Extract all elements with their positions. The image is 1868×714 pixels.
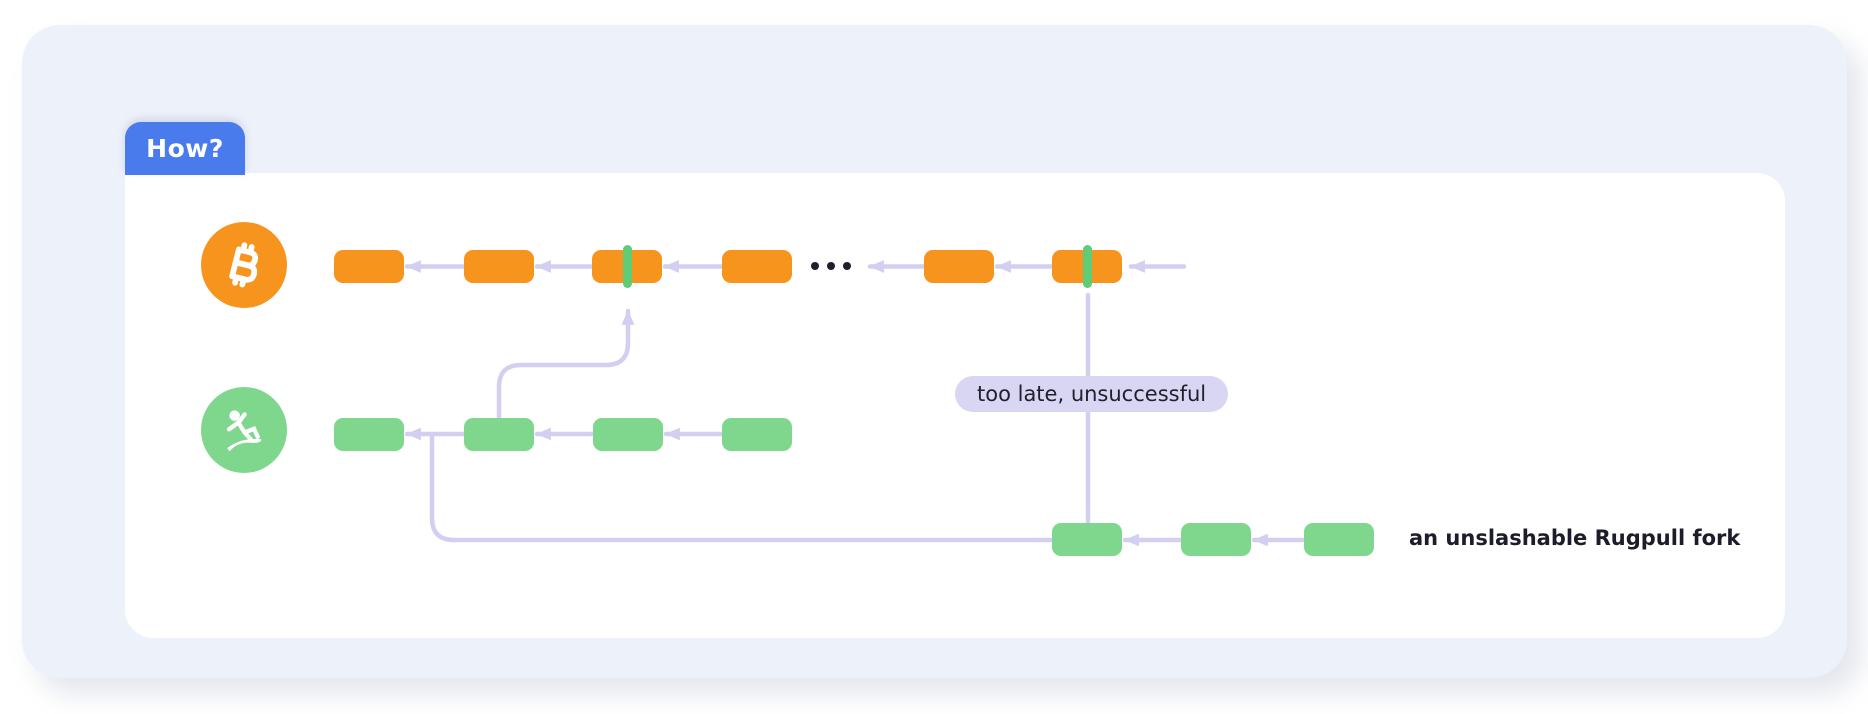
bitcoin-block-2	[464, 250, 534, 283]
slide-panel: How?	[22, 25, 1847, 678]
bitcoin-block-5	[924, 250, 994, 283]
rugpull-block-3	[593, 418, 663, 451]
ellipsis-dot	[811, 262, 819, 270]
rugpull-slip-icon	[201, 387, 287, 473]
checkpoint-marker	[1082, 245, 1092, 288]
chain-ellipsis	[811, 262, 851, 270]
how-tab-label: How?	[146, 134, 224, 163]
bitcoin-block-3	[592, 245, 662, 288]
rugpull-block-4	[722, 418, 792, 451]
fork-block-2	[1181, 523, 1251, 556]
rugpull-block-2	[464, 418, 534, 451]
fork-block-3	[1304, 523, 1374, 556]
rugpull-fork-label: an unslashable Rugpull fork	[1409, 526, 1741, 550]
bitcoin-block-6	[1052, 245, 1122, 288]
checkpoint-marker	[622, 245, 632, 288]
how-tab: How?	[125, 122, 245, 175]
bitcoin-block-4	[722, 250, 792, 283]
bitcoin-icon	[201, 222, 287, 308]
bitcoin-block-1	[334, 250, 404, 283]
rugpull-block-1	[334, 418, 404, 451]
ellipsis-dot	[827, 262, 835, 270]
diagram-card: too late, unsuccessful an unslashable Ru…	[125, 173, 1785, 638]
fork-block-1	[1052, 523, 1122, 556]
too-late-label: too late, unsuccessful	[955, 376, 1229, 412]
ellipsis-dot	[843, 262, 851, 270]
connector-lines	[404, 260, 1307, 547]
